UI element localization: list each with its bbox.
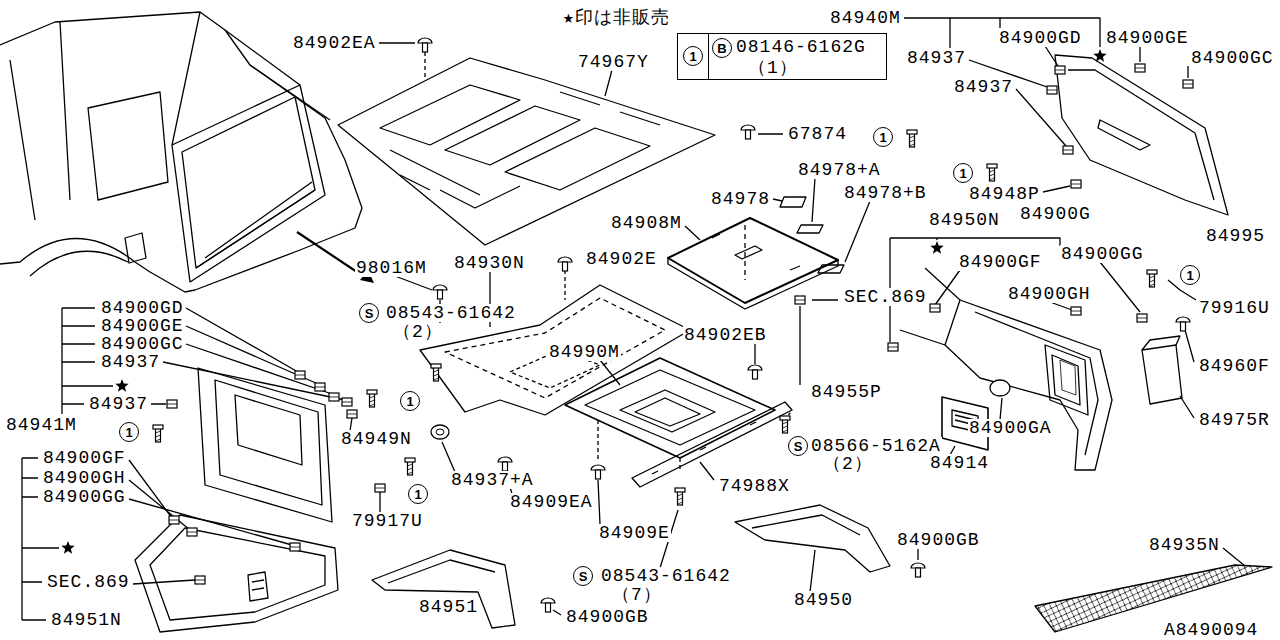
circled-mark: 1 xyxy=(408,484,428,504)
part-label: 79916U xyxy=(1198,299,1271,317)
part-label: 84914 xyxy=(929,454,990,472)
part-label: 84900GB xyxy=(896,531,981,549)
part-label: 84902E xyxy=(585,250,658,268)
part-label: （2） xyxy=(822,455,874,473)
part-label: 84978 xyxy=(710,190,771,208)
part-label: 08566-5162A xyxy=(810,437,942,455)
part-label: 84908M xyxy=(610,214,683,232)
part-label: 84978+A xyxy=(797,161,882,179)
part-label: 84951N xyxy=(50,611,123,629)
circled-mark: S xyxy=(573,566,593,586)
part-label: 84900GG xyxy=(42,488,127,506)
circled-mark: 1 xyxy=(400,391,420,411)
note-table: 08146-6162G （1） 1 B xyxy=(677,33,887,80)
part-label: 84900GD xyxy=(998,29,1083,47)
table-rule xyxy=(708,34,709,79)
part-label: 84937 xyxy=(100,353,161,371)
part-label: 84900GD xyxy=(100,299,185,317)
part-label: 84950N xyxy=(928,211,1001,229)
part-label: 84900GE xyxy=(1105,29,1190,47)
part-label: 84935N xyxy=(1148,536,1221,554)
part-label: 84937 xyxy=(906,49,967,67)
part-label: 84900GC xyxy=(1190,49,1275,67)
part-label: 08543-61642 xyxy=(385,304,517,322)
part-label: 84900GC xyxy=(100,335,185,353)
part-label: 84951 xyxy=(418,598,479,616)
part-label: 84937 xyxy=(953,78,1014,96)
part-label: 84900GA xyxy=(968,419,1053,437)
part-label: 84930N xyxy=(453,254,526,272)
part-label: 84902EA xyxy=(292,34,377,52)
part-label: 08543-61642 xyxy=(600,567,732,585)
circled-mark: S xyxy=(788,436,808,456)
mark-letter: 1 xyxy=(125,426,132,439)
mark-letter: 1 xyxy=(406,395,413,408)
part-label: 84900GF xyxy=(958,253,1043,271)
part-label: 84960F xyxy=(1198,357,1271,375)
part-label: SEC.869 xyxy=(46,573,131,591)
part-label: 84941M xyxy=(5,416,78,434)
part-label: A8490094 xyxy=(1163,621,1259,639)
part-label: 84900GF xyxy=(42,449,127,467)
part-label: 84900GH xyxy=(1007,285,1092,303)
part-label: 79917U xyxy=(351,512,424,530)
part-label: 98016M xyxy=(355,259,428,277)
mark-letter: S xyxy=(365,307,374,320)
part-label: 74967Y xyxy=(577,53,650,71)
mark-letter: 1 xyxy=(1186,269,1193,282)
mark-letter: 1 xyxy=(879,131,886,144)
part-label: 84909E xyxy=(598,524,671,542)
part-label: 84955P xyxy=(810,383,883,401)
circled-mark: 1 xyxy=(873,127,893,147)
circled-mark: 1 xyxy=(119,422,139,442)
part-label: 74988X xyxy=(718,477,791,495)
part-label: 84995 xyxy=(1205,227,1266,245)
circled-mark: 1 xyxy=(683,46,703,66)
part-label: （7） xyxy=(611,586,663,604)
part-label: ★印は非販売 xyxy=(562,9,671,27)
part-number: 08146-6162G xyxy=(736,38,866,56)
part-label: 84900GH xyxy=(42,469,127,487)
mark-letter: 1 xyxy=(959,167,966,180)
circled-mark: 1 xyxy=(953,163,973,183)
part-label: 67874 xyxy=(787,125,848,143)
part-label: 84937+A xyxy=(450,471,535,489)
circled-mark: S xyxy=(359,303,379,323)
part-label: SEC.869 xyxy=(843,288,928,306)
mark-letter: 1 xyxy=(414,488,421,501)
part-label: 84949N xyxy=(340,430,413,448)
part-label: （2） xyxy=(392,323,444,341)
part-label: 84937 xyxy=(88,395,149,413)
part-label: 84909EA xyxy=(509,493,594,511)
circled-mark: 1 xyxy=(1180,265,1200,285)
circled-mark: B xyxy=(712,38,732,58)
part-label: 84978+B xyxy=(843,184,928,202)
part-label: 84900GG xyxy=(1060,245,1145,263)
part-label: 84948P xyxy=(968,185,1041,203)
part-label: 84990M xyxy=(548,343,621,361)
part-label: 84900GB xyxy=(565,608,650,626)
part-label: 84902EB xyxy=(683,326,768,344)
part-label: 84940M xyxy=(829,9,902,27)
part-label: 84975R xyxy=(1198,411,1271,429)
mark-letter: B xyxy=(717,42,726,55)
mark-letter: S xyxy=(579,570,588,583)
mark-letter: 1 xyxy=(689,50,696,63)
mark-letter: S xyxy=(794,440,803,453)
part-label: 84900GE xyxy=(100,317,185,335)
part-number: （1） xyxy=(748,59,798,77)
part-label: 84950 xyxy=(793,591,854,609)
part-label: 84900G xyxy=(1019,205,1092,223)
